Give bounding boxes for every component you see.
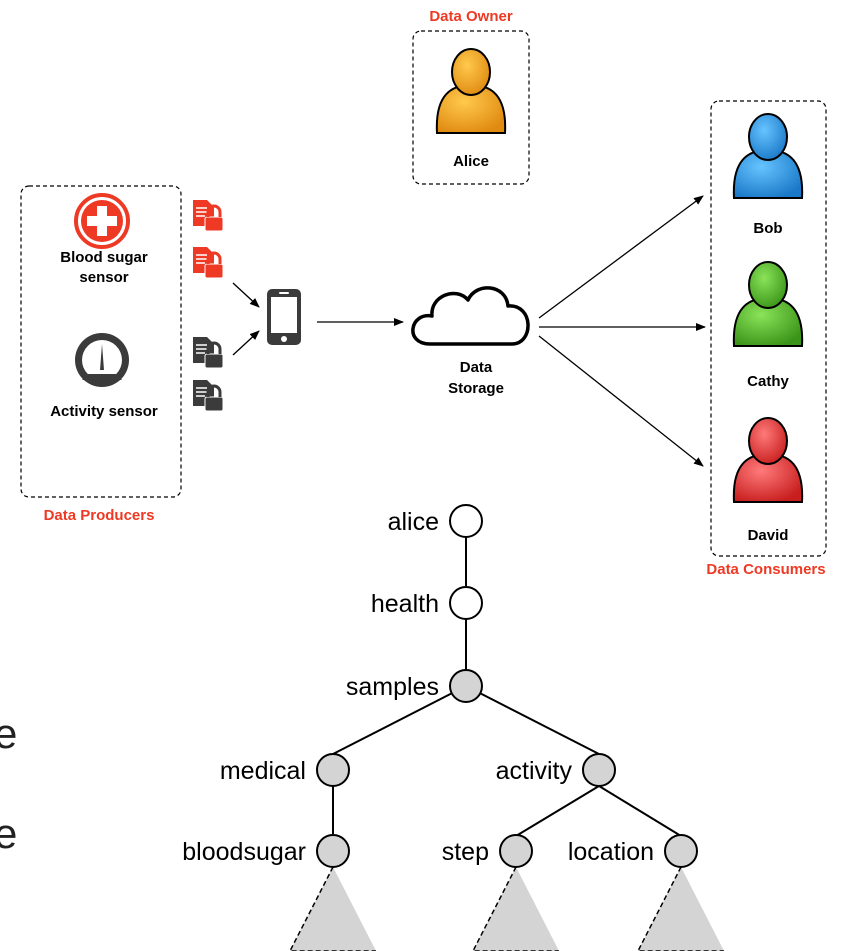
data-consumers-box (710, 100, 827, 557)
data-owner-heading: Data Owner (429, 8, 513, 25)
tree-label-step: step (442, 838, 489, 866)
cathy-avatar-icon (732, 261, 804, 347)
arrow-to-phone (232, 282, 260, 308)
tree-node-alice (449, 504, 483, 538)
tree-edges (332, 537, 682, 837)
subtree-triangles (289, 866, 724, 951)
blood-sugar-label-line2: sensor (79, 269, 128, 286)
data-producers-heading: Data Producers (44, 507, 155, 524)
bob-label: Bob (753, 220, 782, 237)
data-producers-box (20, 185, 182, 498)
tree-label-location: location (568, 838, 654, 866)
tree-node-step (499, 834, 533, 868)
activity-sensor-label: Activity sensor (50, 403, 158, 420)
alice-label: Alice (453, 153, 489, 170)
locked-document-icon (193, 247, 224, 279)
tree-label-health: health (371, 590, 439, 618)
side-text-fragment: e (0, 810, 17, 857)
tree-label-medical: medical (220, 757, 306, 785)
bob-avatar-icon (732, 113, 804, 199)
data-storage-label-line1: Data (460, 359, 493, 376)
alice-avatar-icon (435, 48, 507, 134)
smartphone-icon (267, 289, 301, 345)
locked-document-icon (193, 337, 224, 369)
tree-node-samples (449, 669, 483, 703)
tree-label-samples: samples (346, 673, 439, 701)
blood-sugar-label-line1: Blood sugar (60, 249, 148, 266)
locked-document-icon (193, 380, 224, 412)
tree-node-medical (316, 753, 350, 787)
gauge-icon (75, 333, 129, 387)
david-label: David (748, 527, 789, 544)
arrow-to-bob (538, 195, 704, 319)
tree-label-bloodsugar: bloodsugar (182, 838, 306, 866)
cloud-icon (411, 286, 530, 346)
david-avatar-icon (732, 417, 804, 503)
tree-node-health (449, 586, 483, 620)
data-owner-box (412, 30, 530, 185)
medical-cross-icon (74, 193, 130, 249)
tree-node-location (664, 834, 698, 868)
tree-node-bloodsugar (316, 834, 350, 868)
locked-document-icon (193, 200, 224, 232)
data-storage-label-line2: Storage (448, 380, 504, 397)
cathy-label: Cathy (747, 373, 789, 390)
data-consumers-heading: Data Consumers (706, 561, 825, 578)
side-text-fragment: e (0, 710, 17, 757)
arrow-to-david (538, 335, 704, 467)
tree-label-alice: alice (388, 508, 439, 536)
arrow-to-phone (232, 330, 260, 356)
tree-label-activity: activity (496, 757, 573, 785)
tree-node-activity (582, 753, 616, 787)
